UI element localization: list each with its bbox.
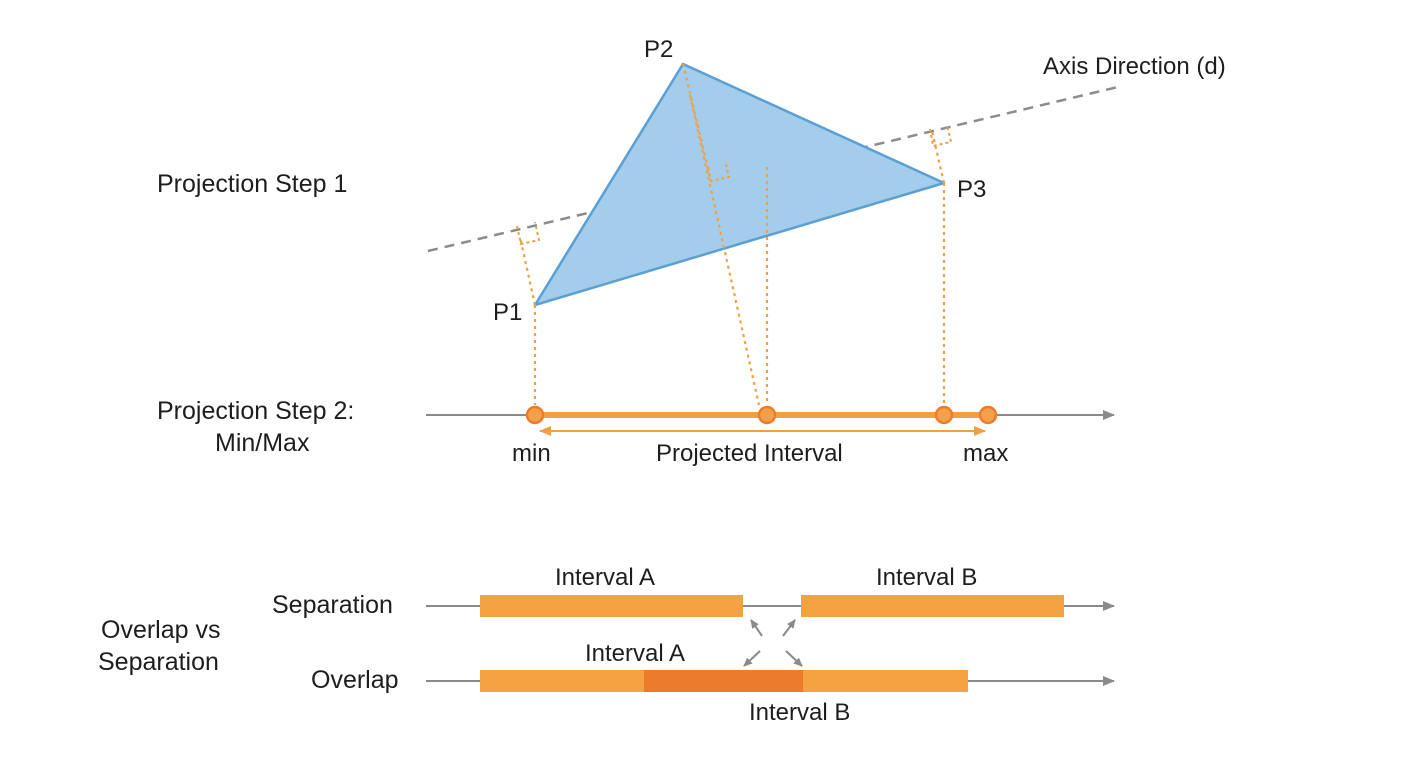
overlap-interval-b-label: Interval B [749,699,850,726]
separation-interval-a [480,595,743,617]
vertex-p1-label: P1 [493,299,522,326]
min-label: min [512,440,551,467]
overlap-interval-a-label: Interval A [585,640,685,667]
overlap-region [644,670,803,692]
separation-interval-a-label: Interval A [555,564,655,591]
projection-points [525,405,998,425]
separation-interval-b [801,595,1064,617]
projection-point-p2 [757,405,777,425]
separation-interval-b-label: Interval B [876,564,977,591]
gap-arrows [743,619,803,667]
step1-label: Projection Step 1 [157,170,347,198]
step2-label-line2: Min/Max [215,429,310,457]
comparison-title-line2: Separation [98,648,219,676]
step2-label-line1: Projection Step 2: [157,397,354,425]
max-label: max [963,440,1008,467]
right-angle-markers [516,124,953,246]
triangle [533,62,946,307]
comparison-title-line1: Overlap vs [101,616,220,644]
vertex-p2-label: P2 [644,36,673,63]
separation-label: Separation [272,591,393,619]
projected-interval-label: Projected Interval [656,440,843,467]
overlap-label: Overlap [311,666,399,694]
vertex-p3-label: P3 [957,176,986,203]
axis-direction-label: Axis Direction (d) [1043,53,1226,80]
projection-point-p1 [525,405,545,425]
projection-point-p3 [934,405,954,425]
projection-lines-to-number-line [533,94,946,406]
projection-lines-to-axis [518,63,946,405]
projection-point-max [978,405,998,425]
